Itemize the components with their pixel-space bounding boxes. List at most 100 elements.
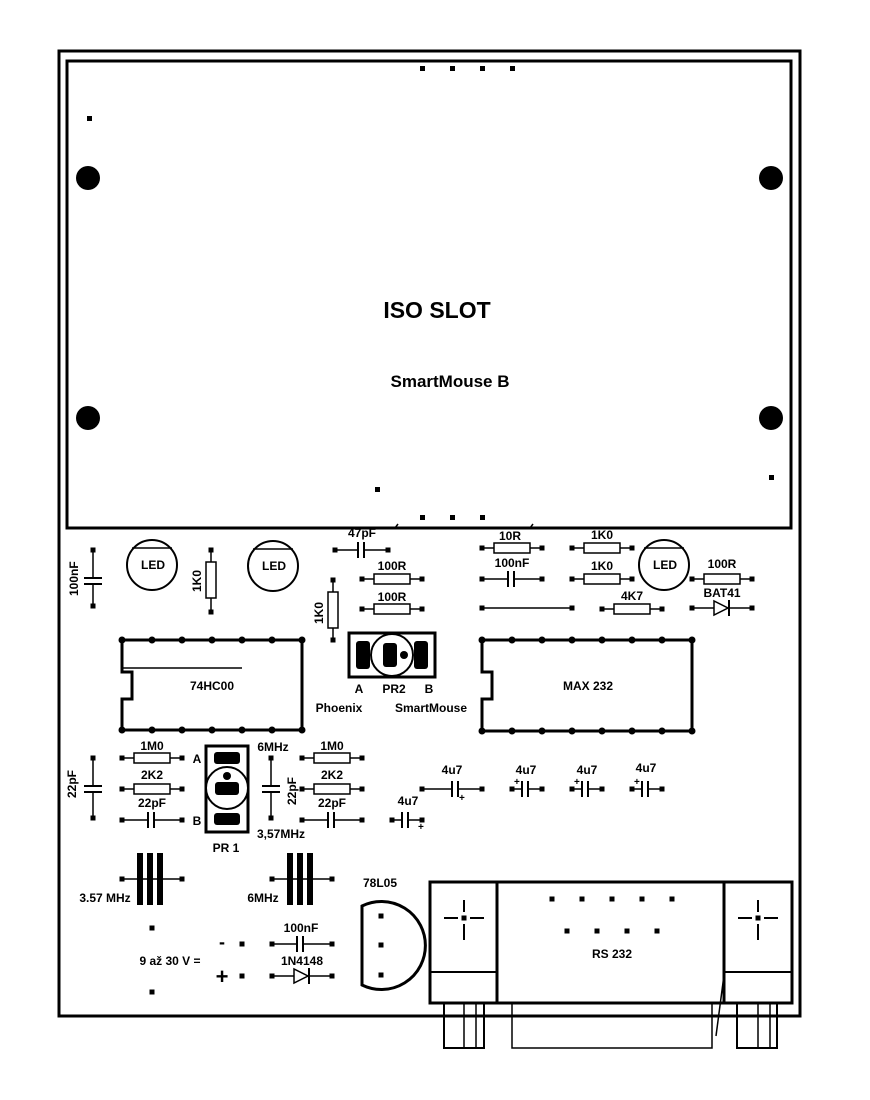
label-74hc00: 74HC00 — [190, 679, 234, 693]
diode-1n4148 — [269, 967, 335, 985]
label-minus: - — [219, 932, 225, 952]
pr1-b-label: B — [193, 814, 202, 828]
label-1k0-v2: 1K0 — [312, 602, 326, 624]
resistor-100r-1 — [359, 573, 425, 585]
capacitor-4u7-2 — [419, 781, 485, 797]
capacitor-100nf-left — [84, 547, 102, 609]
resistor-1k0-v2 — [327, 577, 339, 643]
label-1k0-h2: 1K0 — [591, 559, 613, 573]
label-4u7-2: 4u7 — [442, 763, 463, 777]
capacitor-47pf — [330, 523, 399, 558]
label-crystal-357: 3.57 MHz — [79, 891, 130, 905]
iso-slot — [65, 59, 793, 530]
capacitor-100nf-mid — [479, 571, 545, 587]
label-plus: + — [216, 964, 229, 989]
label-crystal-6mhz: 6MHz — [247, 891, 278, 905]
label-22pf-h1: 22pF — [138, 796, 166, 810]
label-78l05: 78L05 — [363, 876, 397, 890]
resistor-1k0-v1 — [205, 547, 217, 615]
board-outline — [57, 49, 802, 1018]
pr1-name-label: PR 1 — [213, 841, 240, 855]
led-2-label: LED — [262, 559, 286, 573]
label-power: 9 až 30 V = — [139, 954, 200, 968]
led-2 — [247, 540, 299, 592]
capacitor-22pf-h2 — [299, 812, 365, 828]
capacitor-4u7-3 — [509, 781, 545, 797]
resistor-1m0-2 — [299, 752, 365, 764]
pr1-a-label: A — [193, 752, 202, 766]
label-100r-3: 100R — [708, 557, 737, 571]
label-22pf-v1: 22pF — [65, 770, 79, 798]
diode-bat41 — [689, 599, 755, 617]
slot-top-pads — [87, 66, 774, 520]
plus-4u7-3: + — [514, 777, 520, 788]
label-4u7-4: 4u7 — [577, 763, 598, 777]
slot-title: ISO SLOT — [383, 297, 490, 323]
trace-mid — [479, 605, 575, 611]
label-100nf-power: 100nF — [284, 921, 319, 935]
label-22pf-h2: 22pF — [318, 796, 346, 810]
resistor-100r-2 — [359, 603, 425, 615]
capacitor-4u7-4 — [569, 781, 605, 797]
label-1n4148: 1N4148 — [281, 954, 323, 968]
pr2-name-label: PR2 — [382, 682, 406, 696]
label-357mhz-jumper: 3,57MHz — [257, 827, 305, 841]
regulator-78l05 — [360, 900, 427, 991]
capacitor-22pf-h1 — [119, 812, 185, 828]
label-1m0-2: 1M0 — [320, 739, 344, 753]
resistor-1m0-1 — [119, 752, 185, 764]
label-1k0-v1: 1K0 — [190, 570, 204, 592]
led-1 — [126, 539, 178, 591]
led-3 — [638, 539, 690, 591]
plus-4u7-2: + — [459, 793, 465, 804]
ic-max232 — [478, 636, 696, 735]
resistor-1k0-h2 — [569, 573, 635, 585]
plus-4u7-4: + — [574, 777, 580, 788]
led-3-label: LED — [653, 558, 677, 572]
label-100r-1: 100R — [378, 559, 407, 573]
pr2-a-label: A — [355, 682, 364, 696]
capacitor-100nf-power — [269, 936, 335, 952]
capacitor-22pf-v2 — [262, 755, 280, 821]
label-6mhz-jumper: 6MHz — [257, 740, 288, 754]
label-100nf-left: 100nF — [67, 561, 81, 596]
label-bat41: BAT41 — [703, 586, 740, 600]
connector-rs232 — [428, 880, 794, 1049]
led-1-label: LED — [141, 558, 165, 572]
label-4u7-5: 4u7 — [636, 761, 657, 775]
label-100nf-mid: 100nF — [495, 556, 530, 570]
resistor-2k2-1 — [119, 783, 185, 795]
label-1k0-h1: 1K0 — [591, 528, 613, 542]
jumper-pr2 — [347, 631, 437, 679]
resistor-4k7 — [599, 603, 665, 615]
label-2k2-2: 2K2 — [321, 768, 343, 782]
plus-4u7-5: + — [634, 777, 640, 788]
capacitor-4u7-1 — [389, 812, 425, 828]
label-22pf-v2: 22pF — [285, 777, 299, 805]
label-1m0-1: 1M0 — [140, 739, 164, 753]
label-2k2-1: 2K2 — [141, 768, 163, 782]
resistor-100r-3 — [689, 573, 755, 585]
crystal-357mhz — [119, 853, 185, 995]
label-4u7-1: 4u7 — [398, 794, 419, 808]
label-10r: 10R — [499, 529, 521, 543]
label-4u7-3: 4u7 — [516, 763, 537, 777]
mounting-holes — [76, 166, 783, 430]
pr2-phoenix-label: Phoenix — [316, 701, 363, 715]
capacitor-4u7-5 — [629, 781, 665, 797]
pr2-smartmouse-label: SmartMouse — [395, 701, 467, 715]
slot-subtitle: SmartMouse B — [390, 372, 509, 391]
label-4k7: 4K7 — [621, 589, 643, 603]
capacitor-22pf-v1 — [84, 755, 102, 821]
label-100r-2: 100R — [378, 590, 407, 604]
plus-4u7-1: + — [418, 822, 424, 833]
resistor-10r — [479, 523, 545, 554]
resistor-2k2-2 — [299, 783, 365, 795]
crystal-6mhz — [269, 853, 335, 905]
label-max232: MAX 232 — [563, 679, 613, 693]
resistor-1k0-h1 — [569, 542, 635, 554]
jumper-pr1 — [204, 744, 250, 834]
label-47pf: 47pF — [348, 526, 376, 540]
label-rs232: RS 232 — [592, 947, 632, 961]
